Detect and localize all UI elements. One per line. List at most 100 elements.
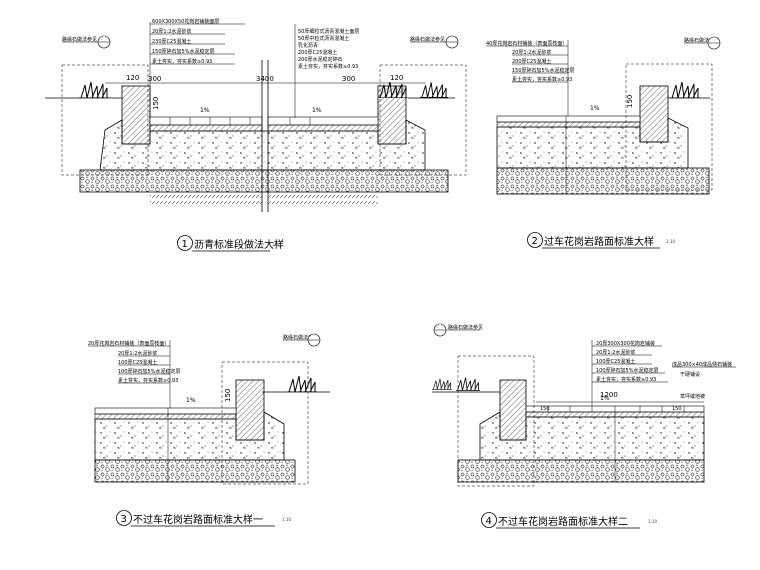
gravel-layer xyxy=(457,459,705,483)
grass-icon xyxy=(420,82,448,98)
layer-label: 乳化沥青 xyxy=(298,42,318,49)
mortar-layer xyxy=(94,413,237,420)
callout-label: 路缘石做法参见 xyxy=(62,36,97,43)
gravel-layer xyxy=(496,167,710,195)
dim-label: 150 xyxy=(672,406,682,412)
gravel-layer xyxy=(79,169,449,193)
detail-callout-icon[interactable]: 路缘石做法参见 xyxy=(684,36,721,50)
layer-label: 600X300X50花岗岩铺装面层 xyxy=(152,18,219,25)
layer-label: 素土夯实，夯实系数≥0.93 xyxy=(298,63,358,70)
detail-callout-icon[interactable]: 路缘石做法参见 xyxy=(62,35,111,49)
panel-number: 2 xyxy=(532,236,538,247)
paving-surface xyxy=(149,116,263,126)
slope-label: 1% xyxy=(590,105,600,112)
slope-label: 1% xyxy=(200,107,210,114)
layer-labels-top: 600X300X50花岗岩铺装面层 20厚1:2水泥砂浆 230厚C25混凝土 … xyxy=(150,18,245,65)
layer-label: 20厚1:2水泥砂浆 xyxy=(512,49,551,56)
layer-label: 200厚水泥稳定碎石 xyxy=(298,56,343,63)
paving-surface xyxy=(496,115,641,123)
layer-label: 20厚300X300花岗岩铺装 xyxy=(596,340,655,347)
note-label: 干硬铺设 xyxy=(680,371,700,378)
mortar-layer xyxy=(496,121,641,128)
layer-label: 素土夯实，夯实系数≥0.93 xyxy=(596,376,656,383)
subgrade xyxy=(268,192,378,206)
scale-label: 1:10 xyxy=(666,239,675,244)
detail-callout-icon[interactable]: 路缘石做法参见 xyxy=(433,323,483,337)
asphalt-surface xyxy=(267,116,379,126)
layer-label: 230厚C25混凝土 xyxy=(152,38,191,45)
subgrade xyxy=(150,192,262,206)
callout-label: 路缘石做法参见 xyxy=(448,324,483,331)
panel-2: 1% 150 40厚花岗岩石材铺装（表面荔枝面） 20厚1:2水泥砂浆 200厚… xyxy=(486,36,721,249)
note-label: 成品300×40成品侧石铺装 xyxy=(672,361,732,368)
layer-label: 100厚碎石加5%水泥稳定层 xyxy=(596,367,658,374)
scale-label: 1:10 xyxy=(282,517,291,522)
gravel-layer xyxy=(94,459,296,483)
panel-number: 1 xyxy=(182,239,188,250)
layer-label: 200厚C25混凝土 xyxy=(298,49,337,56)
curb-right xyxy=(377,85,407,145)
panel-title: 1 沥青标准段做法大样 1:10 xyxy=(177,235,284,252)
panel-4: 1% 1200 150 150 20厚300X300花岗岩铺装 20厚1:2水泥… xyxy=(432,323,736,529)
panel-title: 3 不过车花岗岩路面标准大样一 1:10 xyxy=(116,510,291,527)
panel-title-text: 沥青标准段做法大样 xyxy=(194,238,284,251)
panel-3: 1% 150 20厚花岗岩石材铺装（表面荔枝面） 20厚1:2水泥砂浆 100厚… xyxy=(88,333,330,527)
layer-label: 100厚C25混凝土 xyxy=(118,359,157,366)
layer-label: 40厚花岗岩石材铺装（表面荔枝面） xyxy=(486,40,567,47)
grass-icon xyxy=(432,378,452,390)
slope-label: 1% xyxy=(600,395,610,402)
layer-labels: 40厚花岗岩石材铺装（表面荔枝面） 20厚1:2水泥砂浆 200厚C25混凝土 … xyxy=(486,40,574,83)
dim-label: 120 xyxy=(390,74,403,82)
detail-callout-icon[interactable]: 路缘石做法参见 xyxy=(410,35,459,49)
layer-labels: 20厚花岗岩石材铺装（表面荔枝面） 20厚1:2水泥砂浆 100厚C25混凝土 … xyxy=(88,340,180,384)
layer-labels: 20厚300X300花岗岩铺装 20厚1:2水泥砂浆 100厚C25混凝土 10… xyxy=(592,340,668,383)
layer-label: 20厚1:2水泥砂浆 xyxy=(118,350,157,357)
layer-label: 150厚碎石加5%水泥稳定层 xyxy=(512,67,574,74)
layer-label: 20厚花岗岩石材铺装（表面荔枝面） xyxy=(88,340,169,347)
panel-title-text: 不过车花岗岩路面标准大样二 xyxy=(498,515,628,528)
layer-label: 20厚1:2水泥砂浆 xyxy=(596,349,635,356)
scale-label: 1:10 xyxy=(648,519,657,524)
slope-label: 1% xyxy=(186,397,196,404)
curb xyxy=(639,85,669,143)
dim-label: 300 xyxy=(342,75,355,83)
layer-label: 素土夯实，夯实系数≥0.93 xyxy=(152,58,212,65)
layer-label: 素土夯实，夯实系数≥0.93 xyxy=(512,76,572,83)
panel-title: 4 不过车花岗岩路面标准大样二 1:10 xyxy=(481,512,657,529)
dim-label: 150 xyxy=(224,389,232,402)
dim-label: 1200 xyxy=(600,391,618,399)
layer-label: 100厚C25混凝土 xyxy=(596,358,635,365)
detail-callout-icon[interactable]: 路缘石做法参见 xyxy=(283,333,321,347)
layer-label: 50厚中粒式沥青混凝土 xyxy=(298,35,349,42)
layer-label: 素土夯实，夯实系数≥0.93 xyxy=(118,377,178,384)
callout-label: 路缘石做法参见 xyxy=(684,37,719,44)
slope-label: 1% xyxy=(312,107,322,114)
callout-label: 路缘石做法参见 xyxy=(283,334,318,341)
layer-label: 100厚碎石加5%水泥稳定层 xyxy=(118,368,180,375)
layer-labels-right: 50厚细粒式沥青混凝土面层 50厚中粒式沥青混凝土 乳化沥青 200厚C25混凝… xyxy=(298,28,359,70)
curb-left xyxy=(121,85,151,145)
curb xyxy=(499,379,527,441)
dim-label: 120 xyxy=(126,74,139,82)
panel-title: 2 过车花岗岩路面标准大样 1:10 xyxy=(527,232,675,249)
asphalt-base xyxy=(267,124,379,132)
layer-label: 50厚细粒式沥青混凝土面层 xyxy=(298,28,359,35)
dim-label: 3400 xyxy=(256,75,274,83)
paving-surface xyxy=(94,407,237,415)
panel-title-text: 不过车花岗岩路面标准大样一 xyxy=(133,513,263,526)
curb xyxy=(235,379,265,441)
grass-icon xyxy=(78,82,110,98)
layer-label: 150厚碎石加5%水泥稳定层 xyxy=(152,48,214,55)
callout-label: 路缘石做法参见 xyxy=(410,36,445,43)
grass-icon xyxy=(669,82,701,98)
panel-number: 3 xyxy=(121,514,127,525)
grass-icon xyxy=(286,376,318,392)
dim-label: 150 xyxy=(626,95,634,108)
layer-label: 200厚C25混凝土 xyxy=(512,58,551,65)
panel-number: 4 xyxy=(486,516,492,527)
layer-label: 20厚1:2水泥砂浆 xyxy=(152,28,191,35)
mortar-layer xyxy=(149,124,263,132)
grass-icon xyxy=(456,377,480,391)
dim-label: 150 xyxy=(540,406,550,412)
